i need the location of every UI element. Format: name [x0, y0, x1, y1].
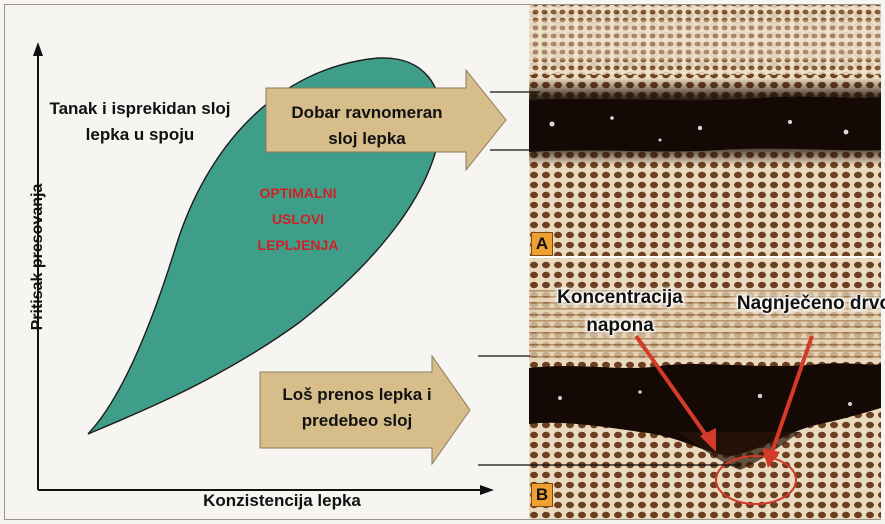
poor-transfer-label: Loš prenos lepka i predebeo sloj — [272, 382, 442, 434]
optimal-conditions-label: OPTIMALNI USLOVI LEPLJENJA — [238, 180, 358, 258]
x-axis-arrowhead — [480, 485, 494, 495]
crushed-wood-label: Nagnječeno drvo — [734, 290, 885, 318]
panel-a-tag: A — [531, 232, 553, 256]
good-layer-label: Dobar ravnomeran sloj lepka — [282, 100, 452, 152]
x-axis-label: Konzistencija lepka — [182, 491, 382, 511]
y-axis-arrowhead — [33, 42, 43, 56]
thin-layer-label: Tanak i isprekidan sloj lepka u spoju — [40, 96, 240, 148]
panel-b-tag: B — [531, 483, 553, 507]
y-axis-label: Pritisak presovanja — [29, 177, 47, 337]
stress-concentration-label: Koncentracija napona — [540, 284, 700, 340]
micrograph-panel — [529, 5, 881, 519]
